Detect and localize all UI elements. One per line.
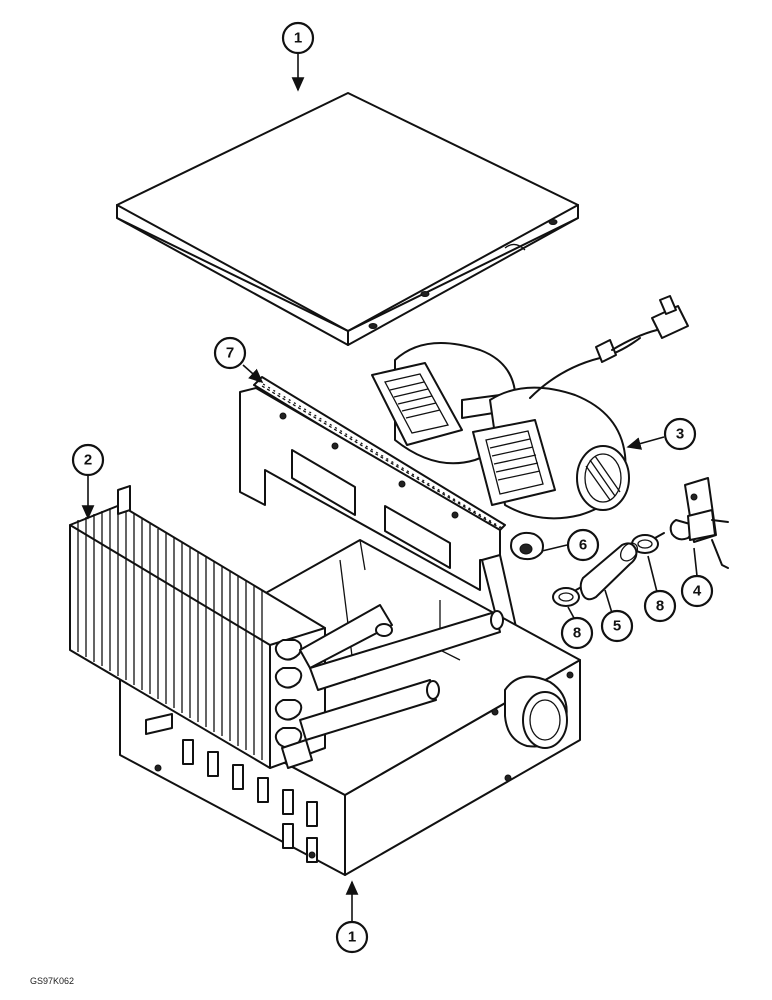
water-valve	[669, 477, 729, 569]
callout-seal-strip: 7	[213, 336, 247, 370]
callout-heater-core: 2	[71, 443, 105, 477]
svg-text:8: 8	[573, 625, 581, 642]
svg-text:6: 6	[579, 537, 587, 554]
grommet	[510, 531, 544, 561]
svg-text:1: 1	[348, 929, 356, 946]
callout-blower-motor: 3	[663, 417, 697, 451]
svg-text:4: 4	[693, 583, 702, 600]
svg-text:2: 2	[84, 452, 92, 469]
svg-text:1: 1	[294, 30, 302, 47]
callout-hose-clamp-left: 8	[560, 616, 594, 650]
callout-grommet: 6	[566, 528, 600, 562]
cover-plate	[116, 92, 579, 346]
heater-core-tubes	[274, 604, 504, 769]
housing-slots	[182, 739, 318, 863]
callout-water-valve: 4	[680, 574, 714, 608]
svg-text:7: 7	[226, 345, 234, 362]
hose	[579, 542, 639, 601]
callout-housing: 1	[335, 920, 369, 954]
hose-clamp-right	[631, 532, 665, 554]
callout-cover: 1	[281, 21, 315, 55]
heater-core-fins	[77, 505, 263, 760]
svg-text:5: 5	[613, 618, 621, 635]
hose-clamp-left	[552, 584, 586, 607]
callout-hose-clamp-right: 8	[643, 589, 677, 623]
callout-hose: 5	[600, 609, 634, 643]
figure-code: GS97K062	[30, 976, 74, 986]
svg-text:8: 8	[656, 598, 664, 615]
leader-lines	[81, 54, 698, 921]
heater-core	[69, 485, 504, 769]
svg-text:3: 3	[676, 426, 684, 443]
blower-motor	[371, 295, 689, 520]
